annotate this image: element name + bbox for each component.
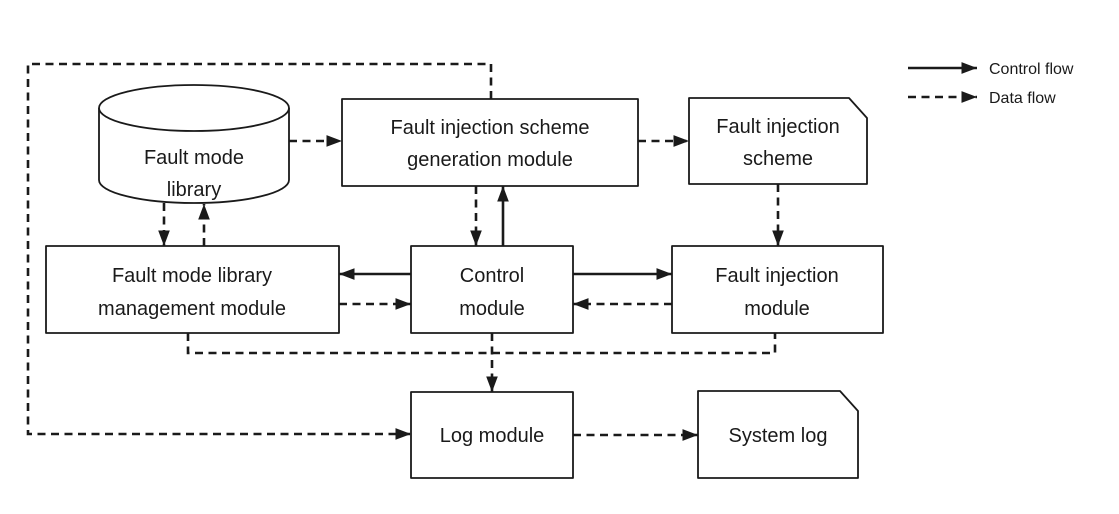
rect-shape: [410, 391, 574, 479]
cylinder-shape: [98, 108, 290, 204]
node-label: Fault injection scheme: [391, 117, 590, 139]
document-shape: [688, 97, 868, 185]
rect-shape: [671, 245, 884, 334]
nodes: Fault mode library Fault injection schem…: [45, 84, 884, 479]
cylinder-top: [98, 84, 290, 132]
node-label: management module: [98, 298, 286, 320]
node-label: module: [744, 298, 810, 320]
node-fault-mode-library: Fault mode library: [98, 84, 290, 204]
node-system-log: System log: [697, 390, 859, 479]
node-library-management-module: Fault mode library management module: [45, 245, 340, 334]
node-label: scheme: [743, 148, 813, 170]
node-label: generation module: [407, 149, 573, 171]
document-shape: [697, 390, 859, 479]
data-flow-label: Data flow: [989, 90, 1056, 107]
rect-shape: [341, 98, 639, 187]
node-scheme-generation-module: Fault injection scheme generation module: [341, 98, 639, 187]
rect-shape: [45, 245, 340, 334]
node-label: Control: [460, 265, 524, 287]
flow-legend: Control flow Data flow: [908, 61, 1074, 107]
node-log-module: Log module: [410, 391, 574, 479]
node-label: library: [167, 179, 221, 201]
node-fault-injection-module: Fault injection module: [671, 245, 884, 334]
node-label: Fault injection: [715, 265, 838, 287]
edges: [26, 62, 784, 441]
node-label: Fault injection: [716, 116, 839, 138]
node-label: Fault mode library: [112, 265, 272, 287]
node-control-module: Control module: [410, 245, 574, 334]
node-label: Fault mode: [144, 147, 244, 169]
node-label: System log: [729, 425, 828, 447]
node-label: module: [459, 298, 525, 320]
control-flow-label: Control flow: [989, 61, 1074, 78]
node-label: Log module: [440, 425, 545, 447]
edge-log-bus: [186, 333, 777, 355]
node-fault-injection-scheme: Fault injection scheme: [688, 97, 868, 185]
rect-shape: [410, 245, 574, 334]
